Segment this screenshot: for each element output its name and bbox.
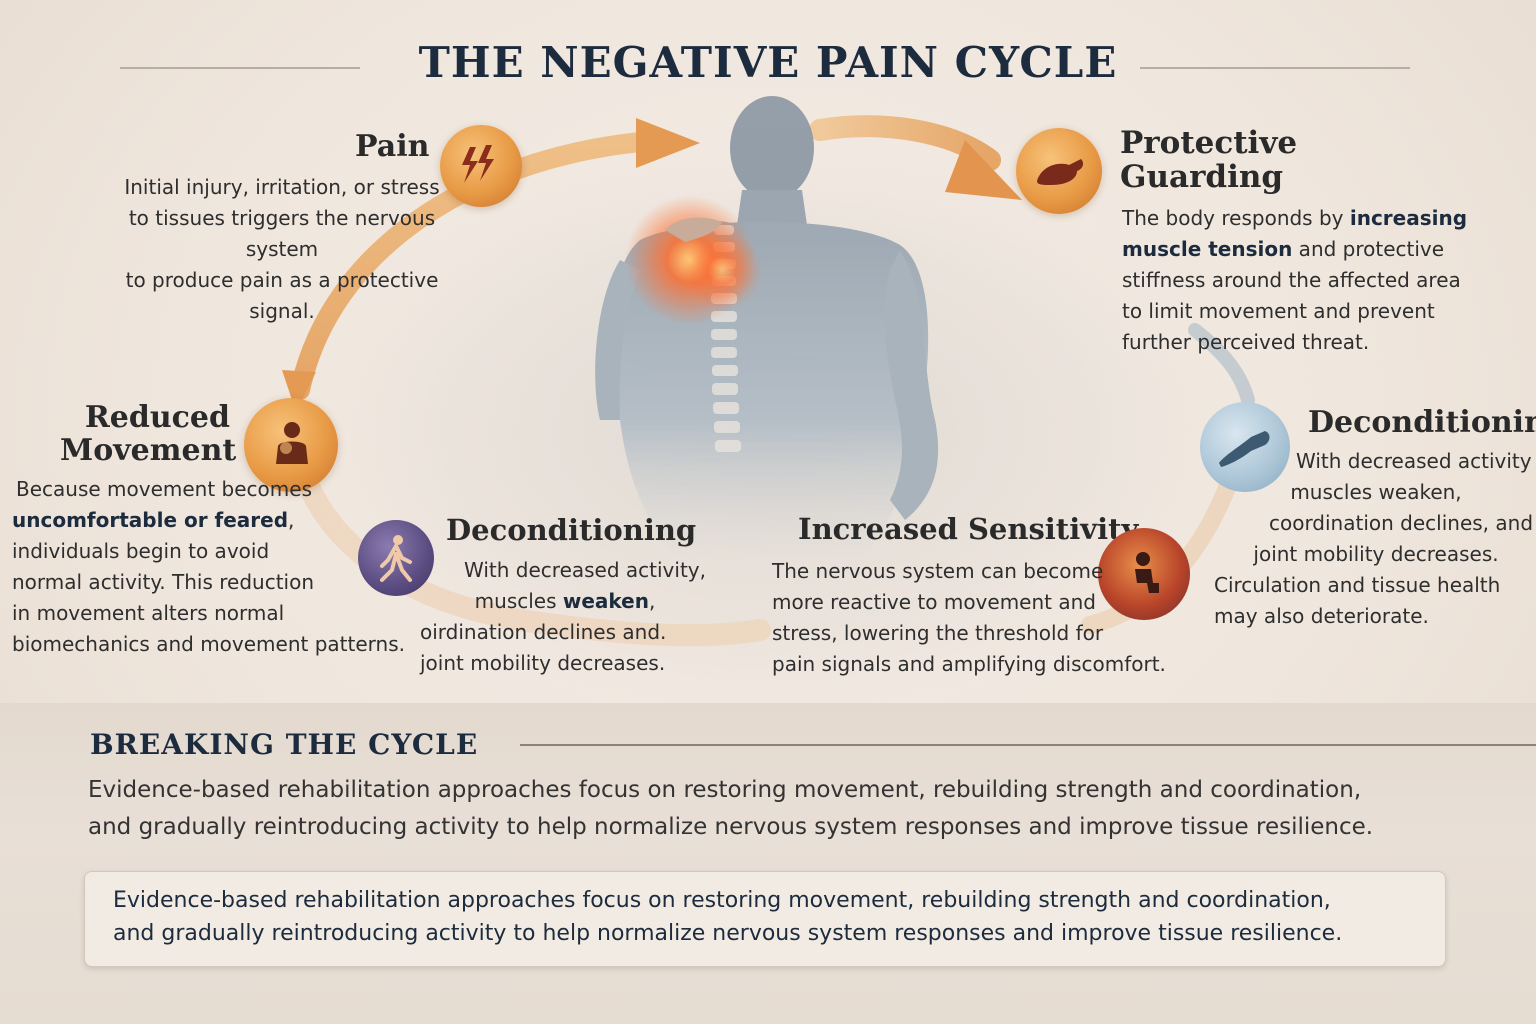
- deconditioning-center-line-4: joint mobility decreases.: [420, 651, 666, 675]
- reduced-comma: ,: [288, 508, 295, 532]
- pain-description: Initial injury, irritation, or stress to…: [92, 172, 472, 327]
- human-figure: [595, 96, 939, 560]
- deconditioning-center-text: muscles: [474, 589, 563, 613]
- guarding-text: The body responds by: [1122, 206, 1350, 230]
- person-holding-shoulder-icon: [244, 398, 338, 492]
- sensitivity-line-1: The nervous system can become: [772, 559, 1104, 583]
- deconditioning-center-title: Deconditioning: [446, 513, 697, 547]
- pain-title: Pain: [355, 129, 430, 164]
- guarding-title-line-2: Guarding: [1120, 159, 1284, 196]
- flexed-arm-icon: [1016, 128, 1102, 214]
- breaking-rule: [520, 744, 1536, 746]
- deconditioning-right-description: With decreased activity muscles weaken, …: [1206, 446, 1536, 632]
- reduced-line-1: Because movement becomes: [16, 477, 312, 501]
- deconditioning-center-line-2: muscles weaken,: [420, 586, 710, 617]
- guarding-text-2: and protective: [1292, 237, 1445, 261]
- guarding-emphasis-1: increasing: [1349, 206, 1468, 230]
- guarding-line-5: further perceived threat.: [1122, 330, 1370, 354]
- deconditioning-center-line-3: oirdination declines and.: [420, 620, 667, 644]
- deconditioning-right-line-1: With decreased activity: [1296, 449, 1532, 473]
- sensitivity-line-3: stress, lowering the threshold for: [772, 621, 1104, 645]
- sensitivity-line-2: more reactive to movement and: [772, 590, 1096, 614]
- guarding-line-3: stiffness around the affected area: [1122, 268, 1461, 292]
- deconditioning-right-line-4: joint mobility decreases.: [1253, 542, 1499, 566]
- deconditioning-center-comma: ,: [648, 589, 656, 613]
- reduced-title-line-1: Reduced: [84, 400, 230, 435]
- deconditioning-right-line-5: Circulation and tissue health: [1214, 573, 1501, 597]
- deconditioning-right-line-6: may also deteriorate.: [1214, 604, 1429, 628]
- increased-sensitivity-description: The nervous system can become more react…: [772, 556, 1212, 680]
- breaking-line-1: Evidence-based rehabilitation approaches…: [88, 777, 1362, 803]
- increased-sensitivity-title: Increased Sensitivity: [798, 512, 1139, 546]
- deconditioning-center-line-1: With decreased activity,: [464, 558, 706, 582]
- breaking-callout: Evidence-based rehabilitation approaches…: [84, 871, 1446, 967]
- reduced-line-5: in movement alters normal: [12, 601, 285, 625]
- reduced-line-6: biomechanics and movement patterns.: [12, 632, 405, 656]
- cycle-arrow-to-deconditioning: [1188, 323, 1255, 407]
- callout-text: Evidence-based rehabilitation approaches…: [113, 884, 1433, 950]
- guarding-line-4: to limit movement and prevent: [1122, 299, 1435, 323]
- reduced-line-3: individuals begin to avoid: [12, 539, 270, 563]
- title-rule-left: [120, 67, 360, 69]
- reduced-line-2: uncomfortable or feared,: [12, 505, 412, 536]
- deconditioning-right-line-2: muscles weaken,: [1290, 480, 1462, 504]
- deconditioning-right-line-3: coordination declines, and: [1268, 511, 1534, 535]
- reduced-title-line-2: Movement: [60, 433, 237, 468]
- sensitivity-line-4: pain signals and amplifying discomfort.: [772, 652, 1166, 676]
- cycle-arrow-lower-left: [289, 449, 771, 647]
- cycle-arrowhead-top-right: [945, 140, 1022, 200]
- deconditioning-center-description: With decreased activity, muscles weaken,…: [420, 555, 710, 679]
- callout-line-1: Evidence-based rehabilitation approaches…: [113, 888, 1331, 913]
- page-title: THE NEGATIVE PAIN CYCLE: [418, 38, 1118, 87]
- reduced-line-4: normal activity. This reduction: [12, 570, 315, 594]
- walking-figure-icon: [358, 520, 434, 596]
- title-rule-right: [1140, 67, 1410, 69]
- title-bar: THE NEGATIVE PAIN CYCLE: [0, 38, 1536, 98]
- reduced-emphasis: uncomfortable or feared: [12, 508, 289, 532]
- deconditioning-center-emphasis: weaken: [562, 589, 649, 613]
- guarding-line-2: muscle tension and protective: [1122, 234, 1522, 265]
- pain-line-1: Initial injury, irritation, or stress: [124, 175, 440, 199]
- callout-line-2: and gradually reintroducing activity to …: [113, 921, 1343, 946]
- breaking-section: [0, 703, 1536, 1024]
- guarding-line-1: The body responds by increasing: [1122, 203, 1522, 234]
- cycle-arrowhead-top-left: [636, 118, 700, 168]
- cycle-arrow-to-figure: [290, 132, 650, 400]
- breaking-line-2: and gradually reintroducing activity to …: [88, 814, 1374, 840]
- cycle-arrowhead-left: [282, 370, 316, 412]
- leg-muscle-icon: [1200, 402, 1290, 492]
- deconditioning-right-title: Deconditioning: [1308, 405, 1536, 440]
- breaking-body: Evidence-based rehabilitation approaches…: [88, 772, 1488, 846]
- protective-guarding-title: Protective Guarding: [1120, 126, 1297, 194]
- reduced-movement-description: Because movement becomes uncomfortable o…: [12, 474, 412, 660]
- breaking-title: BREAKING THE CYCLE: [90, 728, 479, 761]
- guarding-title-line-1: Protective: [1120, 125, 1298, 161]
- pain-line-2: to tissues triggers the nervous system: [128, 206, 436, 261]
- lightning-icon: [440, 125, 522, 207]
- protective-guarding-description: The body responds by increasing muscle t…: [1122, 203, 1522, 358]
- guarding-emphasis-2: muscle tension: [1122, 237, 1293, 261]
- pain-line-3: to produce pain as a protective signal.: [125, 268, 439, 323]
- seated-person-icon: [1098, 528, 1190, 620]
- reduced-movement-title: Reduced Movement: [60, 400, 237, 468]
